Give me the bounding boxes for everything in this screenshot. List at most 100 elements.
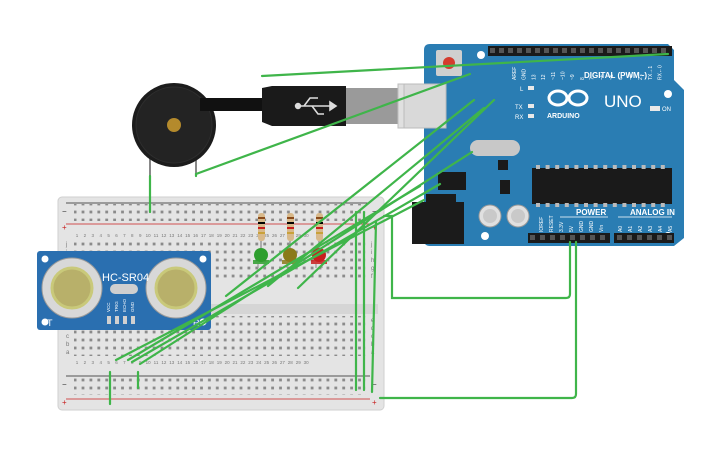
column-number-bottom: 3 bbox=[92, 360, 95, 365]
column-number-top: 21 bbox=[232, 233, 238, 238]
column-number-top: 19 bbox=[217, 233, 223, 238]
led-rim bbox=[311, 260, 327, 264]
column-number-bottom: 19 bbox=[217, 360, 223, 365]
column-number-bottom: 5 bbox=[107, 360, 110, 365]
analog-pin-label: A1 bbox=[628, 226, 634, 232]
header-pin-hole bbox=[535, 48, 540, 53]
column-number-top: 13 bbox=[169, 233, 175, 238]
header-pin-hole bbox=[607, 48, 612, 53]
column-number-top: 10 bbox=[146, 233, 152, 238]
header-pin-hole bbox=[667, 235, 672, 240]
header-pin-hole bbox=[589, 48, 594, 53]
column-number-bottom: 21 bbox=[232, 360, 238, 365]
led-rim bbox=[253, 260, 269, 264]
header-pin-hole bbox=[661, 48, 666, 53]
column-number-bottom: 27 bbox=[280, 360, 286, 365]
power-pin-label: 3.3V bbox=[559, 221, 565, 232]
analog-pin-label: A5 bbox=[668, 226, 674, 232]
header-pin-hole bbox=[598, 48, 603, 53]
header-pin-hole bbox=[643, 48, 648, 53]
column-number-top: 4 bbox=[99, 233, 102, 238]
column-number-top: 5 bbox=[107, 233, 110, 238]
resistor-band bbox=[287, 217, 294, 219]
digital-header bbox=[490, 48, 666, 53]
chip-leg bbox=[603, 203, 608, 207]
sensor-pin bbox=[115, 316, 119, 324]
sensor-pin-label: VCC bbox=[106, 302, 111, 312]
column-number-top: 14 bbox=[177, 233, 183, 238]
resistor-band bbox=[258, 232, 265, 234]
usb-cable bbox=[200, 83, 433, 129]
chip-leg bbox=[584, 165, 588, 169]
digital-pin-label: TX→1 bbox=[648, 66, 654, 80]
chip-leg bbox=[593, 165, 598, 169]
header-pin-hole bbox=[562, 48, 567, 53]
digital-pin-label: 7 bbox=[590, 77, 596, 80]
digital-pin-label: 8 bbox=[580, 77, 586, 80]
jumper-wire bbox=[296, 98, 496, 290]
chip-leg bbox=[564, 203, 569, 207]
chip-leg bbox=[632, 165, 636, 169]
analog-in-label: ANALOG IN bbox=[630, 208, 675, 217]
column-number-bottom: 22 bbox=[240, 360, 246, 365]
row-letter: b bbox=[66, 342, 70, 348]
sensor-pin-label: TRIG bbox=[114, 301, 119, 312]
digital-pin-label: 12 bbox=[541, 74, 547, 80]
sensor-pin bbox=[131, 316, 135, 324]
digital-label: DIGITAL (PWM~) bbox=[584, 71, 647, 80]
digital-pin-label: RX←0 bbox=[658, 65, 664, 80]
resistor-band bbox=[258, 222, 265, 224]
header-pin-hole bbox=[590, 235, 595, 240]
column-number-top: 7 bbox=[123, 233, 126, 238]
header-pin-hole bbox=[490, 48, 495, 53]
header-pin-hole bbox=[544, 48, 549, 53]
top-minus-label: − bbox=[62, 207, 67, 216]
header-pin-hole bbox=[560, 235, 565, 240]
column-number-bottom: 6 bbox=[115, 360, 118, 365]
resistor-band bbox=[287, 232, 294, 234]
header-pin-hole bbox=[616, 48, 621, 53]
row-letter: h bbox=[371, 258, 374, 264]
chip-leg bbox=[536, 203, 540, 207]
led-yellow bbox=[283, 248, 297, 262]
analog-pin-label: A2 bbox=[638, 226, 644, 232]
column-number-top: 26 bbox=[272, 233, 278, 238]
header-pin-hole bbox=[540, 235, 545, 240]
chip-leg bbox=[622, 165, 627, 169]
header-pin-hole bbox=[625, 48, 630, 53]
usb-icon bbox=[294, 97, 338, 115]
chip-leg bbox=[593, 203, 598, 207]
column-number-top: 3 bbox=[92, 233, 95, 238]
sensor-r-mark: R bbox=[193, 318, 200, 328]
sensor-pin-label: GND bbox=[130, 301, 135, 312]
led-rim bbox=[282, 260, 298, 264]
piezo-buzzer bbox=[132, 83, 216, 176]
top-plus-label: + bbox=[62, 223, 67, 232]
column-number-top: 23 bbox=[248, 233, 254, 238]
column-number-top: 18 bbox=[209, 233, 215, 238]
top-minus-label-right: − bbox=[372, 207, 377, 216]
chip-leg bbox=[660, 203, 665, 207]
on-led-label: ON bbox=[662, 107, 671, 113]
header-pin-hole bbox=[617, 235, 622, 240]
column-number-top: 8 bbox=[131, 233, 134, 238]
sensor-pin bbox=[123, 316, 127, 324]
chip-leg bbox=[574, 203, 579, 207]
header-pin-hole bbox=[550, 235, 555, 240]
jumper-wire bbox=[138, 150, 474, 366]
row-letter: g bbox=[371, 266, 374, 272]
column-number-top: 1 bbox=[76, 233, 79, 238]
row-letter: c bbox=[66, 334, 69, 340]
sensor-model-label: HC-SR04 bbox=[102, 272, 149, 284]
column-number-top: 9 bbox=[139, 233, 142, 238]
digital-pin-label: ~10 bbox=[561, 71, 567, 80]
row-letter: j bbox=[65, 242, 67, 248]
power-pin-label: RESET bbox=[549, 215, 555, 232]
sensor-t-mark: T bbox=[47, 318, 53, 328]
chip-leg bbox=[612, 165, 617, 169]
header-pin-hole bbox=[571, 48, 576, 53]
